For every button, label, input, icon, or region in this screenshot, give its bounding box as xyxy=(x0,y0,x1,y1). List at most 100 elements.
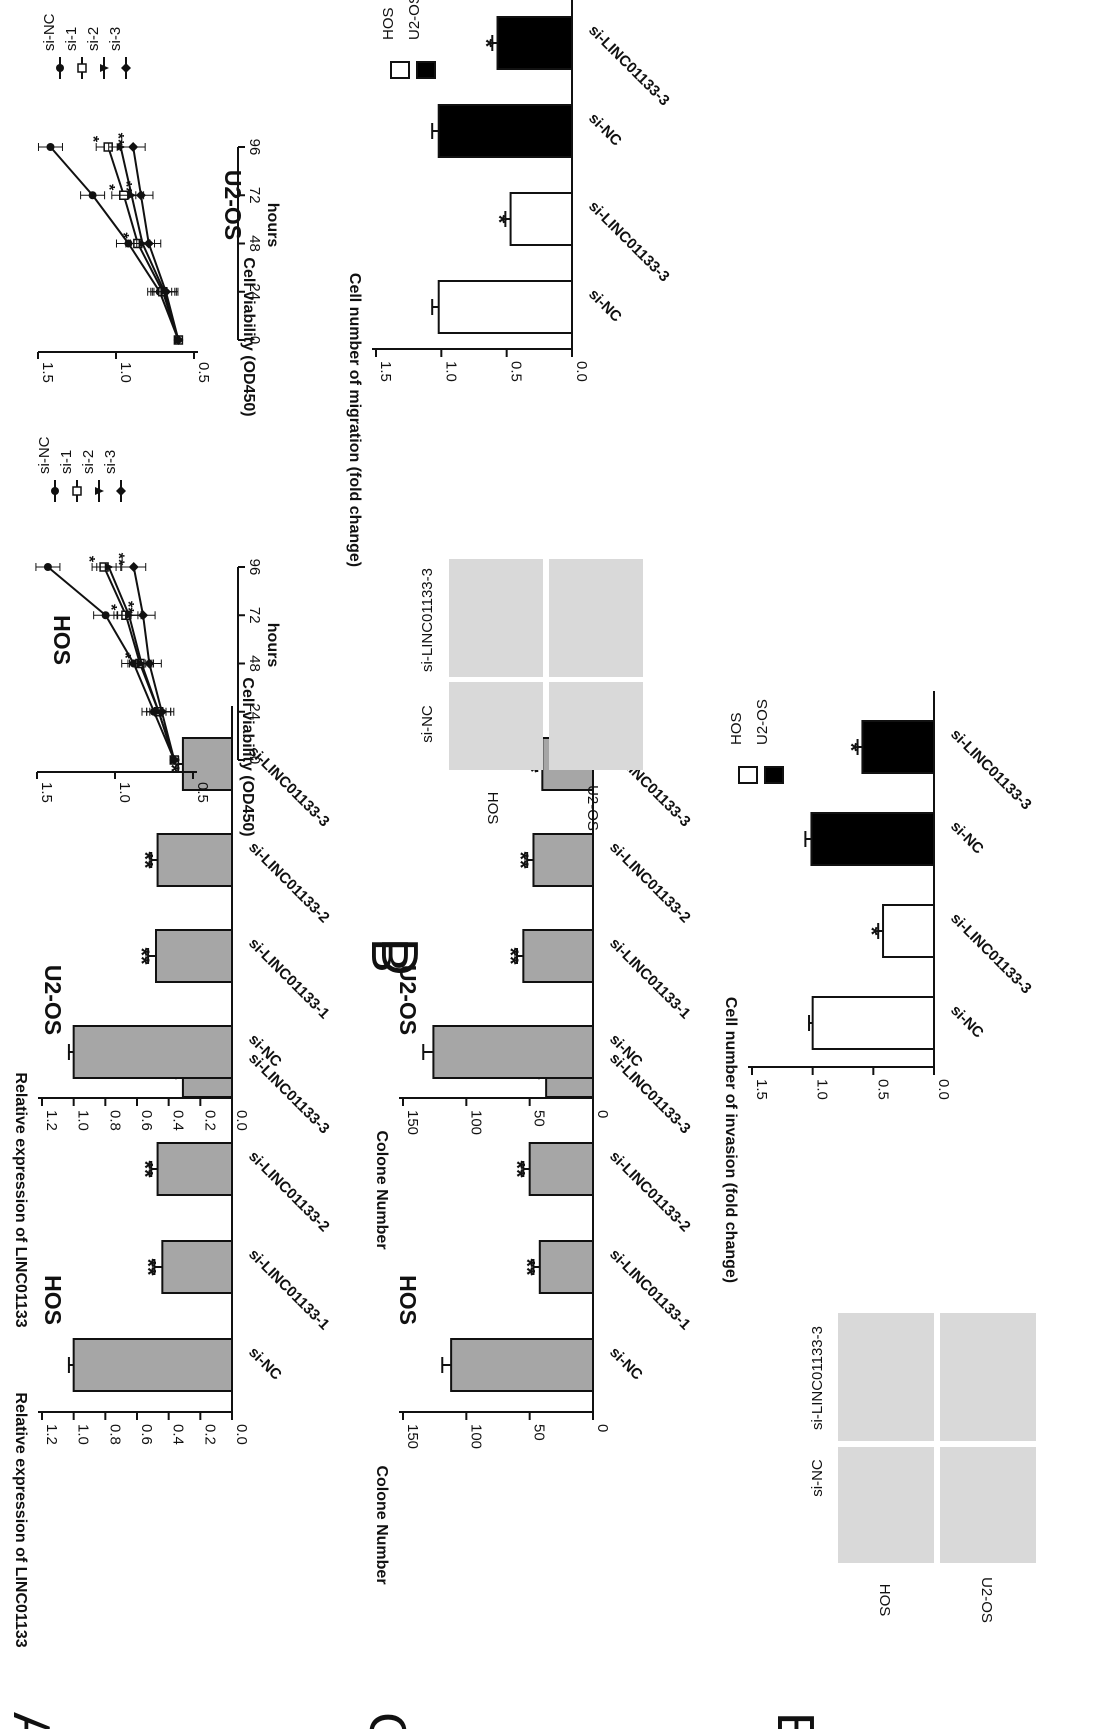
significance-mark: ** xyxy=(514,1258,539,1276)
legend-label: HOS xyxy=(728,712,745,745)
data-point xyxy=(95,487,104,495)
bar xyxy=(509,192,574,246)
significance-mark: * xyxy=(486,215,511,224)
legend-label: si-3 xyxy=(107,27,124,51)
x-tick-label: 48 xyxy=(246,235,263,252)
legend-label: si-2 xyxy=(85,27,102,51)
bar xyxy=(437,280,573,334)
category-label: si-LINC01133-1 xyxy=(245,1246,332,1333)
x-tick-label: 72 xyxy=(246,607,263,624)
significance-mark: ** xyxy=(498,947,523,965)
legend-label: si-1 xyxy=(58,450,75,474)
bar xyxy=(437,104,573,158)
significance-mark: * xyxy=(859,927,884,936)
category-label: si-LINC01133-1 xyxy=(606,1246,693,1333)
legend-swatch xyxy=(738,766,758,784)
bar xyxy=(156,1142,233,1196)
y-tick-label: 1.0 xyxy=(75,1110,92,1131)
y-tick-label: 0.2 xyxy=(201,1424,218,1445)
data-point xyxy=(51,487,59,495)
y-tick-label: 1.0 xyxy=(116,782,133,803)
bar xyxy=(522,929,594,983)
micro-d-row-hos: HOS xyxy=(484,792,501,825)
y-tick-label: 0.8 xyxy=(106,1110,123,1131)
micrograph-d-u2os-sinc xyxy=(549,682,643,770)
x-tick-label: 96 xyxy=(246,559,263,576)
data-point xyxy=(128,142,139,152)
significance-mark: ** xyxy=(132,1160,157,1178)
x-axis-title: hours xyxy=(264,623,281,668)
y-tick-label: 1.5 xyxy=(39,362,56,383)
y-tick-label: 0.8 xyxy=(106,1424,123,1445)
y-tick-label: 50 xyxy=(531,1110,548,1127)
category-label: si-NC xyxy=(585,110,625,150)
significance-mark: ** xyxy=(132,851,157,869)
legend-label: U2-OS xyxy=(406,0,423,40)
panel-label-a: A xyxy=(2,1712,60,1729)
category-label: si-LINC01133-1 xyxy=(606,935,693,1022)
chart-title: U2-OS xyxy=(220,170,246,240)
y-tick-label: 0.6 xyxy=(138,1424,155,1445)
y-tick-label: 1.0 xyxy=(75,1424,92,1445)
bar xyxy=(181,737,234,791)
y-tick-label: 100 xyxy=(467,1110,484,1135)
category-label: si-LINC01133-3 xyxy=(245,1050,332,1137)
bar xyxy=(156,833,233,887)
y-axis-title: Relative expression of LINC01133 xyxy=(12,1072,29,1327)
data-point xyxy=(121,63,131,73)
y-tick-label: 0.5 xyxy=(874,1079,891,1100)
micrograph-e-u2os-si3 xyxy=(940,1313,1036,1441)
data-point xyxy=(104,563,114,571)
x-tick-label: 24 xyxy=(246,703,263,720)
y-tick-label: 1.0 xyxy=(442,361,459,382)
data-point xyxy=(125,611,135,620)
bar xyxy=(72,1338,233,1392)
significance-mark: ** xyxy=(504,1160,529,1178)
bar xyxy=(450,1338,594,1392)
category-label: si-LINC01133-3 xyxy=(585,198,672,285)
y-axis-title: Cell viability (OD450) xyxy=(239,677,256,836)
significance-mark: ** xyxy=(129,947,154,965)
x-tick-label: 48 xyxy=(246,655,263,672)
category-label: si-NC xyxy=(947,1002,987,1042)
chart-title: HOS xyxy=(395,1275,421,1325)
micrograph-e-u2os-sinc xyxy=(940,1447,1036,1563)
category-label: si-LINC01133-2 xyxy=(245,839,332,926)
micro-e-row-u2os: U2-OS xyxy=(978,1577,995,1623)
significance-mark: ** xyxy=(135,1258,160,1276)
x-tick-label: 72 xyxy=(246,187,263,204)
bar xyxy=(811,996,936,1050)
y-tick-label: 150 xyxy=(404,1110,421,1135)
category-label: si-NC xyxy=(585,286,625,326)
category-label: si-LINC01133-2 xyxy=(606,839,693,926)
significance-mark: * xyxy=(102,604,119,611)
legend-swatch xyxy=(764,766,784,784)
legend-label: si-NC xyxy=(41,13,58,51)
micro-e-col-sinc: si-NC xyxy=(809,1459,826,1497)
category-label: si-LINC01133-3 xyxy=(947,910,1034,997)
y-axis-title: Cell number of migration (fold change) xyxy=(346,273,363,567)
data-point xyxy=(128,562,139,572)
micrographs-d: si-NC si-LINC01133-3 HOS U2-OS xyxy=(419,559,643,831)
category-label: si-LINC01133-2 xyxy=(245,1148,332,1235)
data-point xyxy=(173,335,184,345)
bar xyxy=(538,1240,594,1294)
legend-label: U2-OS xyxy=(754,699,771,745)
y-tick-label: 0.0 xyxy=(573,361,590,382)
micro-d-col-sinc: si-NC xyxy=(419,705,436,743)
significance-mark: ** xyxy=(119,601,136,614)
data-point xyxy=(56,64,64,72)
legend-label: si-1 xyxy=(63,27,80,51)
y-tick-label: 1.5 xyxy=(753,1079,770,1100)
y-tick-label: 1.5 xyxy=(38,782,55,803)
significance-mark: * xyxy=(114,232,131,239)
bar xyxy=(882,904,935,958)
significance-mark: ** xyxy=(110,553,127,566)
bar xyxy=(532,833,595,887)
category-label: si-LINC01133-3 xyxy=(585,22,672,109)
bar xyxy=(810,812,935,866)
